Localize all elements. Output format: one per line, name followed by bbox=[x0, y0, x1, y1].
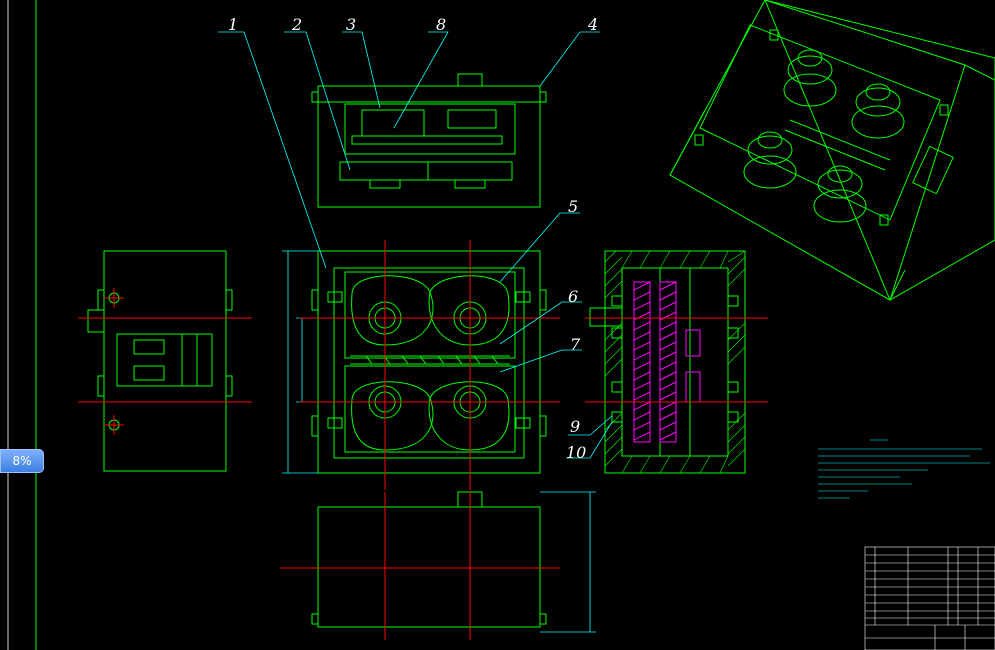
technical-notes bbox=[818, 439, 990, 499]
iso-roll-1 bbox=[783, 49, 837, 107]
drawing-frame bbox=[7, 0, 37, 650]
zoom-level-badge[interactable]: 8% bbox=[0, 449, 44, 473]
callout-10: 10 bbox=[566, 443, 586, 462]
callout-1: 1 bbox=[228, 15, 238, 34]
section-centerlines bbox=[585, 317, 768, 403]
side-view-centerlines bbox=[78, 288, 252, 435]
front-view-centerlines bbox=[300, 240, 560, 490]
side-view bbox=[87, 250, 233, 472]
callout-8: 8 bbox=[436, 15, 446, 34]
leader-lines bbox=[218, 31, 613, 459]
top-view bbox=[311, 73, 547, 208]
iso-roll-4 bbox=[813, 165, 867, 223]
callout-2: 2 bbox=[291, 15, 302, 34]
callout-4: 4 bbox=[587, 15, 598, 34]
callout-6: 6 bbox=[568, 287, 578, 306]
iso-roll-3 bbox=[743, 131, 797, 189]
isometric-view bbox=[669, 0, 995, 302]
callout-labels: 1 2 3 8 4 5 6 7 9 10 bbox=[228, 15, 598, 462]
parts-list-table bbox=[864, 546, 995, 650]
iso-roll-2 bbox=[851, 83, 905, 139]
bottom-view-dimension bbox=[540, 491, 596, 633]
callout-5: 5 bbox=[568, 197, 578, 216]
callout-9: 9 bbox=[570, 417, 580, 436]
bottom-view-centerlines bbox=[280, 492, 560, 640]
callout-3: 3 bbox=[346, 15, 356, 34]
section-wall-hatch bbox=[604, 250, 746, 474]
callout-7: 7 bbox=[570, 335, 581, 354]
